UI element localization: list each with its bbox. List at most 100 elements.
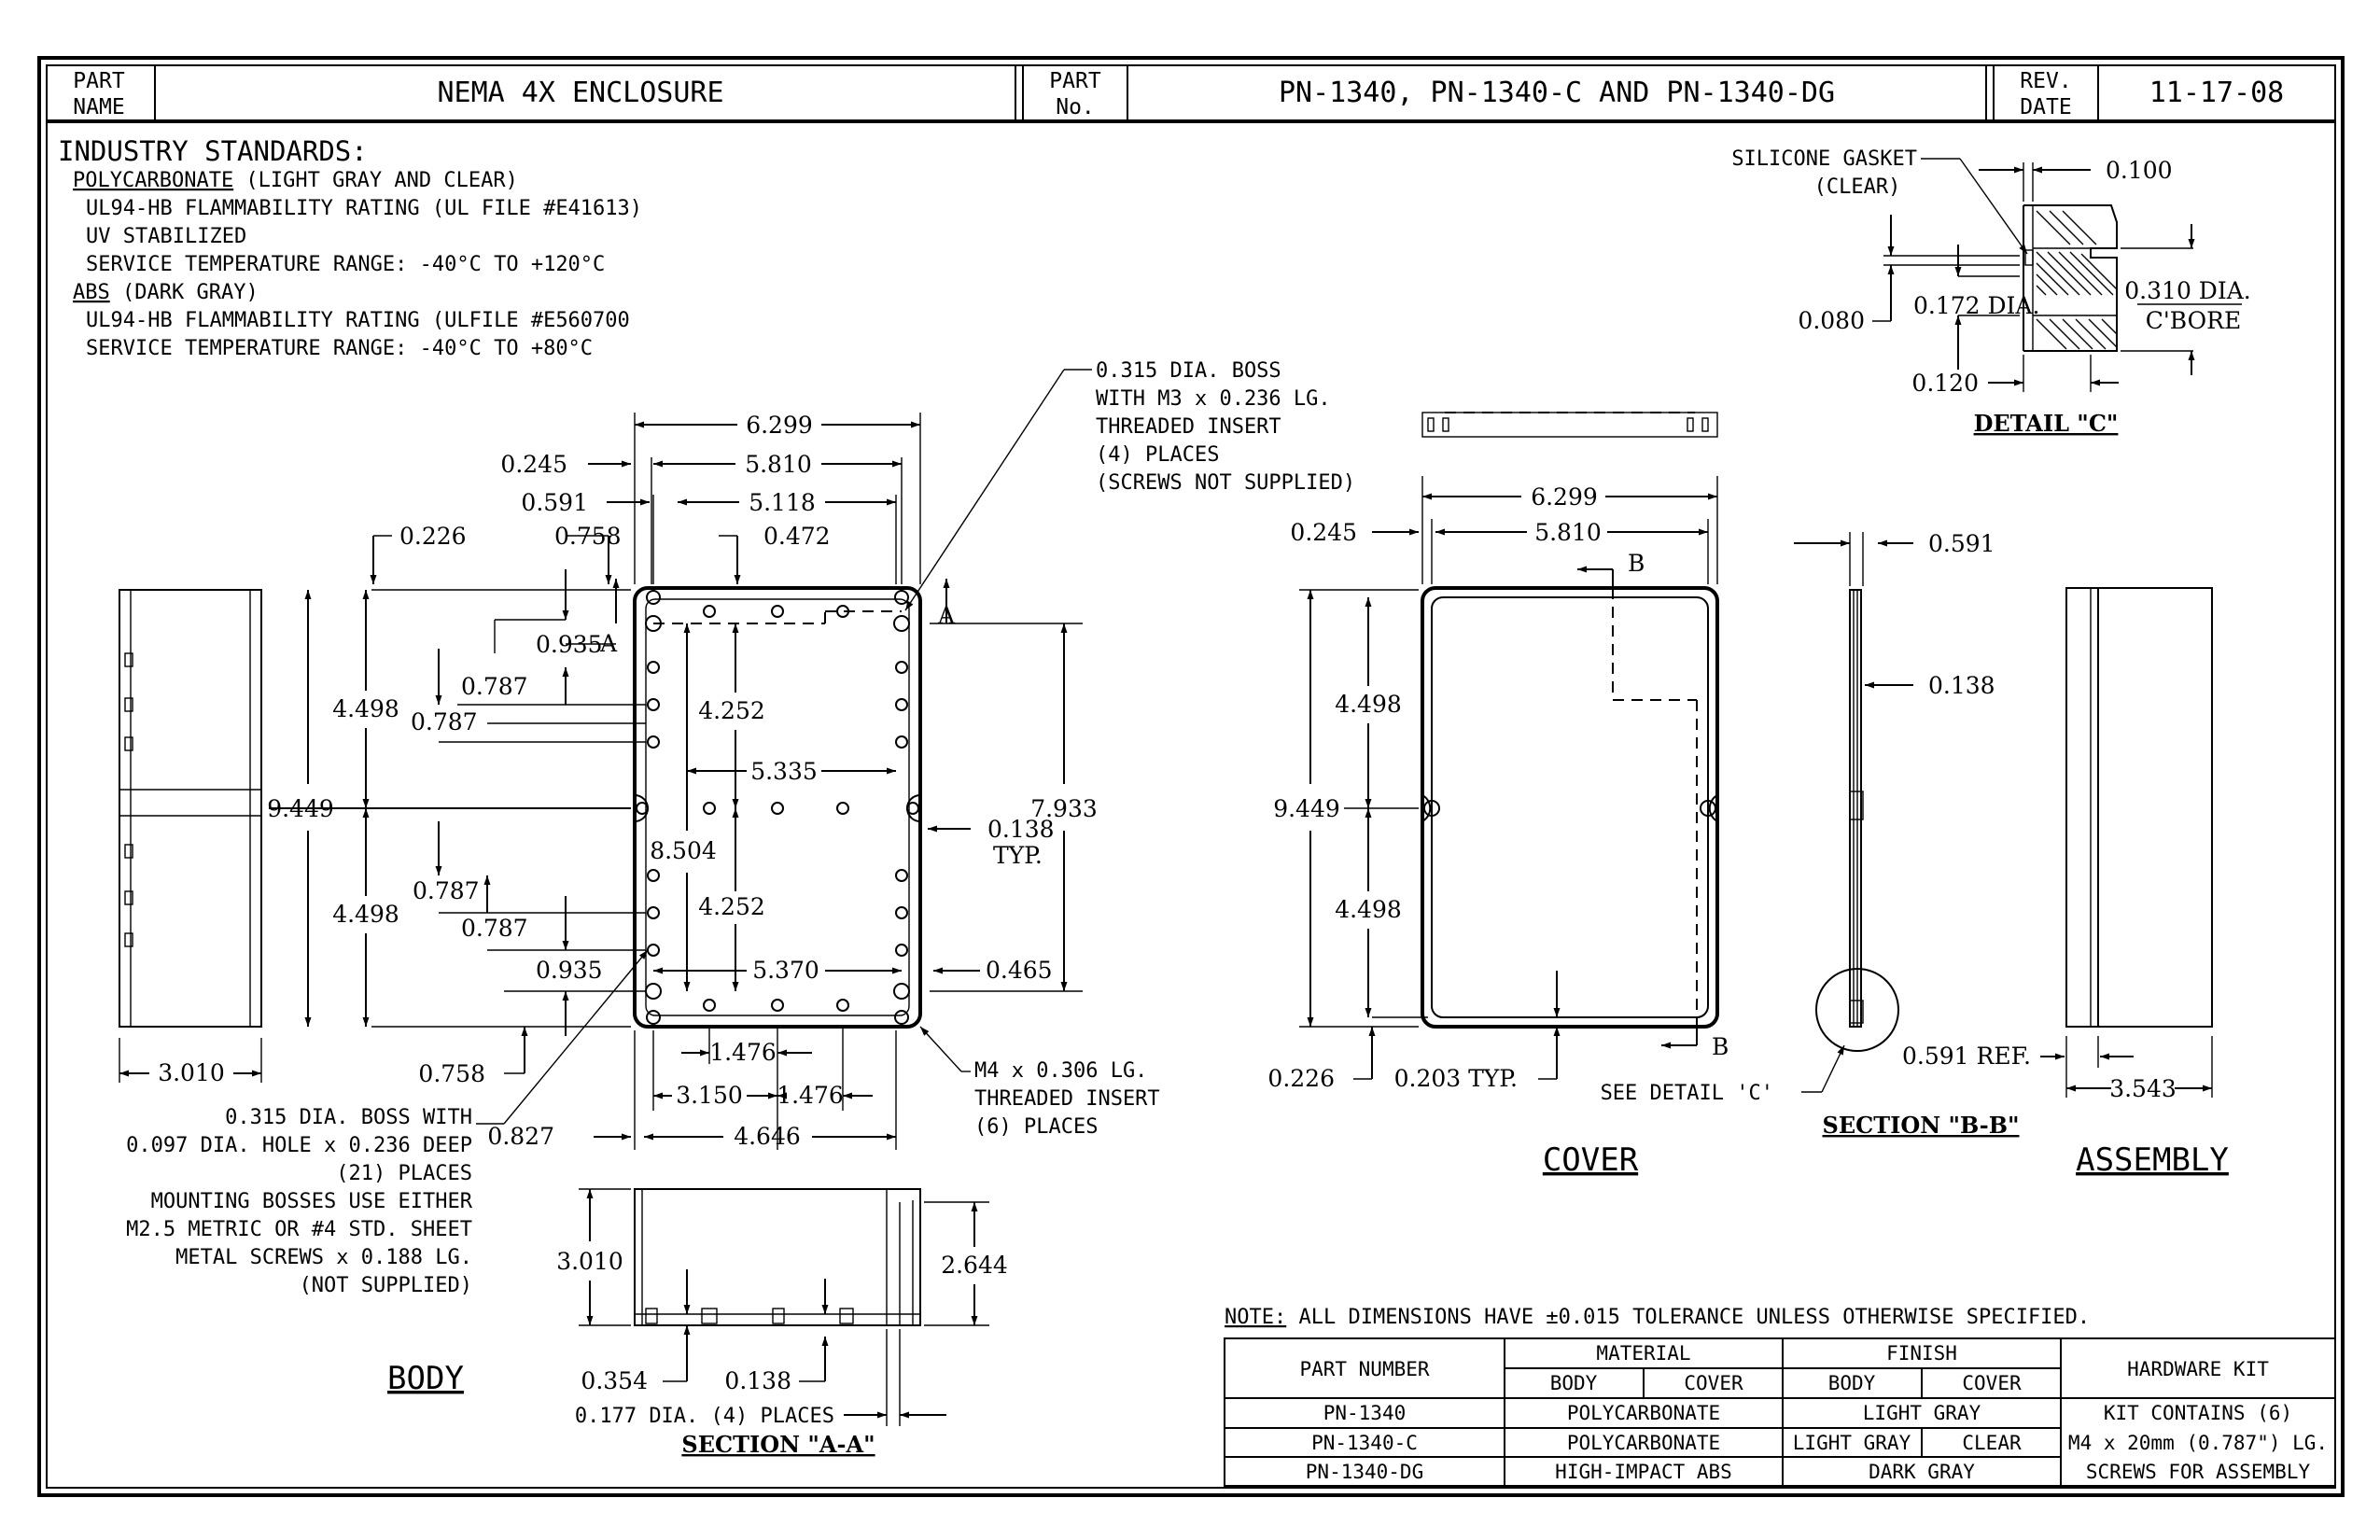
row2-material: POLYCARBONATE (1567, 1432, 1720, 1454)
dim-4252-upper: 4.252 (698, 697, 765, 724)
row1-finish: LIGHT GRAY (1863, 1402, 1981, 1424)
dim-6299: 6.299 (746, 412, 813, 439)
th-finish-body: BODY (1828, 1372, 1876, 1394)
aa-dim-3010: 3.010 (556, 1248, 623, 1275)
inner-border (46, 64, 2336, 1489)
dim-0787-b: 0.787 (411, 708, 478, 735)
dim-4252-lower: 4.252 (698, 893, 765, 920)
cover-dim-5810: 5.810 (1534, 519, 1602, 546)
abs-note: (DARK GRAY) (110, 281, 259, 304)
note-label: NOTE: (1225, 1306, 1286, 1329)
mount-note-7: (NOT SUPPLIED) (300, 1274, 472, 1297)
tolerance-note: NOTE: ALL DIMENSIONS HAVE ±0.015 TOLERAN… (1225, 1306, 2090, 1329)
detail-dim-cbore: C'BORE (2146, 307, 2241, 334)
cover-dim-0203-typ: 0.203 TYP. (1394, 1065, 1518, 1092)
dim-0472: 0.472 (763, 523, 831, 550)
th-material: MATERIAL (1596, 1342, 1690, 1365)
row3-finish: DARK GRAY (1869, 1461, 1975, 1483)
bb-dim-0591-ref: 0.591 REF. (1902, 1043, 2031, 1070)
dim-0591: 0.591 (521, 489, 588, 516)
rev-label-2: DATE (2020, 95, 2071, 119)
poly-line-3: SERVICE TEMPERATURE RANGE: -40°C TO +120… (86, 253, 605, 276)
detail-dim-0172: 0.172 DIA. (1913, 292, 2039, 319)
dim-0758-top: 0.758 (554, 523, 622, 550)
dim-3150: 3.150 (676, 1082, 743, 1109)
dim-0787-d: 0.787 (461, 915, 528, 942)
body-side-view: 3.010 (119, 589, 262, 1086)
m4-insert-note: M4 x 0.306 LG. THREADED INSERT (6) PLACE… (919, 1026, 1160, 1139)
mount-note-3: (21) PLACES (336, 1162, 472, 1185)
boss-insert-note: 0.315 DIA. BOSS WITH M3 x 0.236 LG. THRE… (904, 359, 1355, 611)
abs-line: ABS (DARK GRAY) (73, 281, 259, 304)
part-no-value: PN-1340, PN-1340-C AND PN-1340-DG (1279, 77, 1835, 109)
hardware-line-3: SCREWS FOR ASSEMBLY (2086, 1461, 2311, 1483)
assembly-dim-3543: 3.543 (2109, 1075, 2177, 1102)
cover-dim-0245: 0.245 (1290, 519, 1357, 546)
dim-7933: 7.933 (1030, 795, 1098, 822)
standards-heading: INDUSTRY STANDARDS: (58, 135, 368, 167)
boss-note-5: (SCREWS NOT SUPPLIED) (1096, 471, 1355, 495)
section-b-bottom: B (1712, 1033, 1729, 1060)
part-no-label-1: PART (1049, 69, 1101, 93)
body-dimensions: 6.299 0.245 5.810 0.591 5.118 0.226 0.75… (267, 412, 1098, 1150)
dim-8504: 8.504 (650, 837, 717, 864)
mount-note-5: M2.5 METRIC OR #4 STD. SHEET (126, 1218, 472, 1241)
mounting-bosses (647, 605, 908, 1012)
mount-note-1: 0.315 DIA. BOSS WITH (225, 1106, 472, 1129)
section-b-top: B (1628, 550, 1645, 577)
part-table: PART NUMBER MATERIAL FINISH HARDWARE KIT… (1224, 1337, 2336, 1487)
poly-line-2: UV STABILIZED (86, 225, 246, 248)
th-material-cover: COVER (1684, 1372, 1743, 1394)
dim-0245: 0.245 (500, 451, 567, 478)
row1-material: POLYCARBONATE (1567, 1402, 1720, 1424)
insert-note-2: THREADED INSERT (974, 1087, 1160, 1111)
polycarbonate-note: (LIGHT GRAY AND CLEAR) (233, 169, 518, 192)
mount-note-6: METAL SCREWS x 0.188 LG. (175, 1246, 472, 1269)
abs-line-2: SERVICE TEMPERATURE RANGE: -40°C TO +80°… (86, 337, 593, 360)
hardware-line-2: M4 x 20mm (0.787") LG. (2068, 1432, 2328, 1454)
aa-dim-0354: 0.354 (581, 1367, 648, 1394)
insert-note-3: (6) PLACES (974, 1115, 1098, 1139)
row3-material: HIGH-IMPACT ABS (1555, 1461, 1732, 1483)
mount-note-4: MOUNTING BOSSES USE EITHER (151, 1190, 473, 1213)
dim-9449: 9.449 (267, 795, 334, 822)
polycarbonate-line: POLYCARBONATE (LIGHT GRAY AND CLEAR) (73, 169, 518, 192)
th-part-number: PART NUMBER (1299, 1358, 1429, 1380)
row2-finish-cover: CLEAR (1962, 1432, 2022, 1454)
hardware-line-1: KIT CONTAINS (6) (2104, 1402, 2292, 1424)
polycarbonate-name: POLYCARBONATE (73, 169, 233, 192)
dim-0138-typ: 0.138 (987, 816, 1055, 843)
mounting-boss-note: 0.315 DIA. BOSS WITH 0.097 DIA. HOLE x 0… (126, 949, 649, 1297)
title-block: PART NAME NEMA 4X ENCLOSURE PART No. PN-… (47, 65, 2335, 123)
row2-finish-body: LIGHT GRAY (1793, 1432, 1911, 1454)
cover-dim-4498-lower: 4.498 (1335, 896, 1402, 923)
th-material-body: BODY (1550, 1372, 1598, 1394)
dim-4498-lower: 4.498 (332, 901, 399, 928)
cover-dim-0226: 0.226 (1267, 1065, 1335, 1092)
abs-line-1: UL94-HB FLAMMABILITY RATING (ULFILE #E56… (86, 309, 630, 332)
part-name-label-2: NAME (73, 95, 124, 119)
dim-0758-bottom: 0.758 (418, 1060, 485, 1087)
row3-part: PN-1340-DG (1306, 1461, 1423, 1483)
row1-part: PN-1340 (1323, 1402, 1407, 1424)
detail-dim-0100: 0.100 (2106, 157, 2173, 184)
section-aa-title: SECTION "A-A" (681, 1431, 875, 1458)
section-bb-view: 0.591 0.138 SEE DETAIL 'C' SECTION "B-B" (1601, 530, 2020, 1139)
dim-5118: 5.118 (749, 489, 816, 516)
th-finish-cover: COVER (1962, 1372, 2022, 1394)
detail-c-view: SILICONE GASKET (CLEAR) 0.100 0.310 DIA.… (1731, 147, 2250, 437)
cover-dim-6299: 6.299 (1531, 483, 1598, 511)
boss-note-3: THREADED INSERT (1096, 415, 1281, 439)
industry-standards: INDUSTRY STANDARDS: POLYCARBONATE (LIGHT… (58, 135, 642, 360)
abs-name: ABS (73, 281, 110, 304)
body-top-view: A A (599, 579, 956, 1029)
th-hardware: HARDWARE KIT (2127, 1358, 2269, 1380)
bb-dim-0138: 0.138 (1928, 672, 1995, 699)
th-finish: FINISH (1886, 1342, 1957, 1365)
dim-5370: 5.370 (752, 957, 819, 984)
insert-note-1: M4 x 0.306 LG. (974, 1059, 1147, 1083)
part-name-label-1: PART (73, 69, 125, 93)
section-aa-view: 3.010 2.644 0.354 0.138 0.177 DIA. (4) P… (556, 1188, 1008, 1458)
cover-dim-9449: 9.449 (1273, 795, 1340, 822)
